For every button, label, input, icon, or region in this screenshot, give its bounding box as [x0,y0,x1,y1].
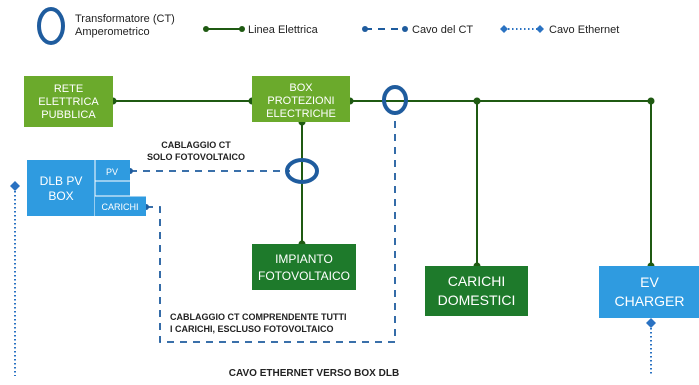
ethernet-cables [14,187,652,376]
svg-text:RETE: RETE [54,83,83,95]
svg-text:CABLAGGIO CT: CABLAGGIO CT [161,140,231,150]
svg-text:IMPIANTO: IMPIANTO [275,252,333,266]
svg-text:PROTEZIONI: PROTEZIONI [267,95,334,107]
svg-text:CABLAGGIO CT COMPRENDENTE TUTT: CABLAGGIO CT COMPRENDENTE TUTTI [170,312,347,322]
note-pv-ct: CABLAGGIO CT SOLO FOTOVOLTAICO [147,140,245,162]
line-nodes [109,97,655,270]
dlb-port-loads: CARICHI [101,202,138,212]
svg-text:ELETTRICA: ELETTRICA [38,96,99,108]
legend-ethernet-label: Cavo Ethernet [549,24,619,36]
legend-ct-label-2: Amperometrico [75,26,150,38]
box-grid: RETE ELETTRICA PUBBLICA [24,76,113,127]
dlb-port-pv: PV [106,167,118,177]
ct-ring-pv [285,158,319,184]
dlb-label-1: DLB PV [40,174,83,188]
legend-line-label: Linea Elettrica [248,24,319,36]
box-pv-plant: IMPIANTO FOTOVOLTAICO [252,244,356,290]
legend-ct-cable-label: Cavo del CT [412,24,473,36]
box-protections: BOX PROTEZIONI ELECTRICHE [252,76,350,122]
svg-text:CARICHI: CARICHI [448,273,506,289]
svg-text:SOLO FOTOVOLTAICO: SOLO FOTOVOLTAICO [147,152,245,162]
box-ev-charger: EV CHARGER [599,266,699,318]
ct-cables [130,112,396,343]
box-dlb: DLB PV BOX PV CARICHI [27,160,146,216]
svg-text:BOX: BOX [289,82,313,94]
svg-text:ELECTRICHE: ELECTRICHE [266,108,336,120]
legend-ct-icon [37,7,65,45]
ethernet-connector-dlb [10,181,20,191]
ct-cable-loads [146,112,396,343]
legend-ethernet-icon [500,25,544,33]
electrical-lines [113,100,652,266]
box-home-loads: CARICHI DOMESTICI [425,266,528,316]
ethernet-connector-ev [646,318,656,328]
dlb-label-2: BOX [48,189,73,203]
legend: Transformatore (CT) Amperometrico Linea … [37,7,619,45]
svg-text:I CARICHI, ESCLUSO FOTOVOLTAIC: I CARICHI, ESCLUSO FOTOVOLTAICO [170,324,334,334]
note-loads-ct: CABLAGGIO CT COMPRENDENTE TUTTI I CARICH… [170,312,347,334]
svg-text:FOTOVOLTAICO: FOTOVOLTAICO [258,269,350,283]
note-ethernet: CAVO ETHERNET VERSO BOX DLB [229,368,399,379]
legend-ct-cable-icon [362,26,408,32]
legend-line-icon [203,26,245,32]
svg-text:PUBBLICA: PUBBLICA [41,109,96,121]
svg-text:CHARGER: CHARGER [614,293,684,309]
legend-ct-label-1: Transformatore (CT) [75,13,175,25]
svg-text:DOMESTICI: DOMESTICI [438,292,516,308]
ethernet-connectors [10,181,656,328]
ct-ring-loads [382,85,408,115]
svg-text:EV: EV [640,274,659,290]
